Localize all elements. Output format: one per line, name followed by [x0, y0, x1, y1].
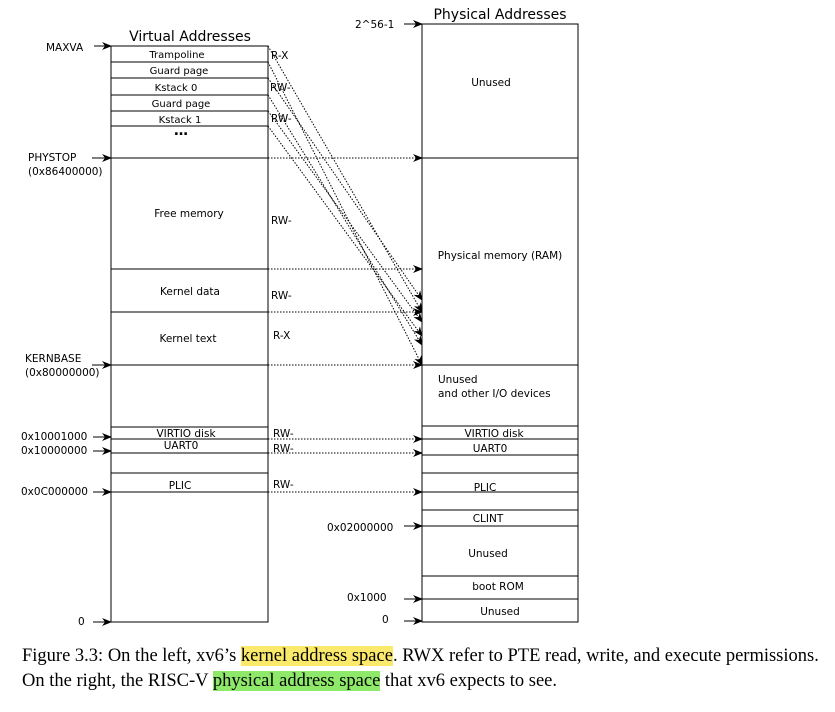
addr-0x10001000: 0x10001000: [21, 431, 87, 443]
perm-kernel-text: R-X: [273, 330, 290, 342]
addr-0x1000: 0x1000: [347, 592, 387, 604]
perm-virtio-disk: RW-: [273, 428, 294, 440]
physical-row-virtio-disk: VIRTIO disk: [464, 428, 524, 440]
physical-address-column: [421, 23, 579, 623]
physical-row-unused-io: Unused: [438, 374, 478, 386]
virtual-row-free-memory: Free memory: [154, 208, 224, 220]
virtual-row-uart0: UART0: [164, 440, 199, 452]
addr-physical-zero: 0: [382, 614, 389, 626]
virtual-row-labels: Trampoline Guard page Kstack 0 Guard pag…: [148, 50, 223, 492]
perm-free-memory: RW-: [271, 215, 292, 227]
physical-row-clint: CLINT: [473, 513, 504, 525]
physical-row-other-io: and other I/O devices: [438, 388, 551, 400]
virtual-address-column: [110, 45, 269, 623]
map-kstack-0-top: [267, 77, 423, 301]
physical-row-unused-mid: Unused: [468, 548, 508, 560]
perm-kstack-0: RW-: [270, 82, 291, 94]
addr-maxva: MAXVA: [46, 42, 84, 54]
virtual-row-kernel-data: Kernel data: [160, 286, 220, 298]
physical-addresses-title: Physical Addresses: [433, 7, 566, 23]
virtual-address-arrows: [92, 42, 112, 626]
caption-highlight-physical-address-space: physical address space: [212, 671, 381, 691]
perm-kernel-data: RW-: [271, 290, 292, 302]
virtual-column-outline: [110, 45, 269, 623]
virtual-row-kstack-1: Kstack 1: [159, 115, 202, 126]
virtual-addresses-title: Virtual Addresses: [129, 29, 251, 45]
physical-address-labels: 2^56-1 0x02000000 0x1000 0: [327, 19, 394, 626]
addr-phystop: PHYSTOP: [28, 152, 76, 164]
physical-row-boot-rom: boot ROM: [472, 581, 524, 593]
map-kstack-0-bottom: [267, 94, 423, 346]
caption-suffix: that xv6 expects to see.: [380, 671, 558, 691]
physical-row-unused-bottom: Unused: [480, 606, 520, 618]
perm-kstack-1: RW-: [271, 113, 292, 125]
address-space-diagram: Virtual Addresses Physical Addresses Tra…: [21, 7, 579, 628]
addr-zero: 0: [78, 616, 85, 628]
permission-labels: R-X RW- RW- RW- RW- R-X RW- RW- RW-: [270, 50, 294, 491]
perm-trampoline: R-X: [271, 50, 288, 62]
physical-row-plic: PLIC: [474, 482, 497, 494]
mapping-arrows: [267, 45, 423, 496]
addr-0x02000000: 0x02000000: [327, 522, 393, 534]
virtual-row-virtio-disk: VIRTIO disk: [156, 428, 216, 440]
virtual-row-guard-page: Guard page: [150, 66, 209, 77]
caption-middle: . RWX refer to PTE read, write, and exec…: [22, 646, 819, 691]
caption-prefix: Figure 3.3: On the left, xv6’s: [22, 646, 241, 666]
figure-caption: Figure 3.3: On the left, xv6’s kernel ad…: [22, 644, 822, 694]
physical-row-uart0: UART0: [473, 443, 508, 455]
physical-column-outline: [421, 23, 579, 623]
virtual-row-ellipsis: …: [174, 123, 188, 139]
physical-row-unused-top: Unused: [471, 77, 511, 89]
perm-uart0: RW-: [273, 443, 294, 455]
addr-kernbase: KERNBASE: [25, 353, 81, 365]
caption-highlight-kernel-address-space: kernel address space: [240, 646, 393, 666]
map-kstack-1-bottom: [267, 125, 423, 337]
addr-kernbase-value: (0x80000000): [25, 367, 100, 379]
addr-0x0c000000: 0x0C000000: [21, 486, 88, 498]
virtual-row-kernel-text: Kernel text: [159, 333, 216, 345]
map-trampoline-bottom: [267, 61, 423, 366]
physical-row-ram: Physical memory (RAM): [438, 250, 563, 262]
virtual-row-guard-page: Guard page: [152, 99, 211, 110]
perm-plic: RW-: [273, 479, 294, 491]
addr-2-56-1: 2^56-1: [355, 19, 394, 31]
virtual-row-plic: PLIC: [169, 480, 192, 492]
virtual-row-trampoline: Trampoline: [148, 50, 204, 61]
virtual-row-kstack-0: Kstack 0: [155, 83, 198, 94]
addr-0x10000000: 0x10000000: [21, 445, 87, 457]
virtual-address-labels: MAXVA PHYSTOP (0x86400000) KERNBASE (0x8…: [21, 42, 103, 628]
physical-address-arrows: [404, 20, 423, 625]
map-trampoline-top: [267, 45, 423, 313]
addr-phystop-value: (0x86400000): [28, 166, 103, 178]
physical-row-labels: Unused Physical memory (RAM) Unused and …: [438, 77, 563, 618]
